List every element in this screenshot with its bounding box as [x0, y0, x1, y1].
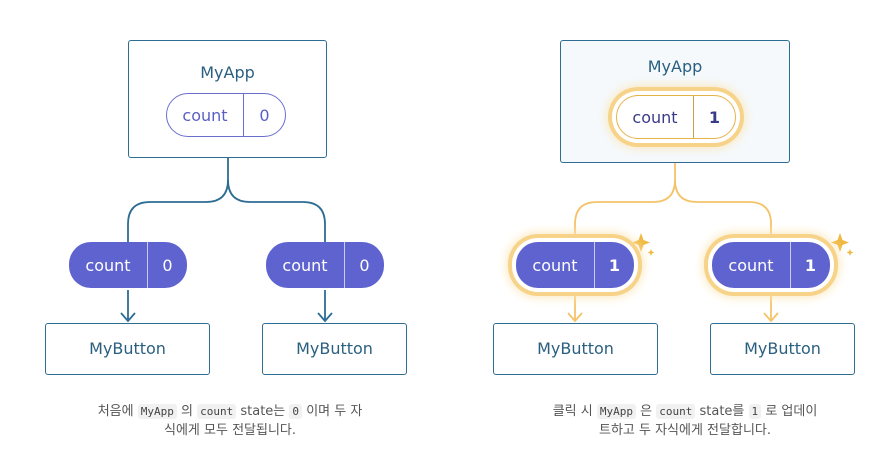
right-prop-key-2: count: [728, 255, 774, 275]
left-prop-pill-1: count 0: [69, 242, 187, 288]
left-mybutton-title-2: MyButton: [296, 339, 373, 358]
right-caption-part1: 클릭 시: [552, 404, 593, 419]
right-mybutton-title-2: MyButton: [744, 339, 821, 358]
left-caption-part2: 의: [181, 404, 193, 419]
right-trunk: [574, 163, 676, 242]
right-prop-value-1: 1: [594, 242, 634, 288]
left-arrow-1: [120, 290, 136, 323]
right-state-pill: count 1: [616, 95, 736, 139]
left-myapp-title: MyApp: [200, 63, 255, 82]
left-caption-code3: 0: [289, 404, 303, 419]
right-caption-part2: 은: [640, 404, 653, 419]
left-caption: 처음에 MyApp 의 count state는 0 이며 두 자 식에게 모두…: [85, 402, 375, 440]
right-trunk-right: [674, 179, 772, 242]
right-prop-pill-2: count 1: [712, 242, 830, 288]
right-caption-line2: 트하고 두 자식에게 전달합니다.: [598, 423, 771, 438]
right-caption-code1: MyApp: [596, 404, 636, 419]
right-caption: 클릭 시 MyApp 은 count state를 1 로 업데이 트하고 두 …: [520, 402, 850, 440]
right-myapp-title: MyApp: [647, 57, 703, 76]
right-arrow-2: [763, 290, 779, 323]
right-tree-lines: [567, 163, 779, 323]
left-mybutton-box-1: MyButton: [45, 323, 210, 375]
left-caption-line2: 식에게 모두 전달됩니다.: [164, 423, 296, 438]
right-mybutton-title-1: MyButton: [537, 339, 614, 358]
left-state-key: count: [182, 105, 228, 125]
left-mybutton-box-2: MyButton: [262, 323, 407, 375]
left-caption-code2: count: [197, 404, 237, 419]
left-trunk-right: [227, 179, 326, 242]
left-prop-value-1: 0: [147, 242, 187, 288]
right-state-value: 1: [693, 96, 735, 138]
right-arrow-1: [567, 290, 583, 323]
left-prop-pill-2: count 0: [266, 242, 384, 288]
right-prop-value-2: 1: [790, 242, 830, 288]
left-caption-part1: 처음에: [97, 404, 134, 419]
left-prop-value-2: 0: [344, 242, 384, 288]
right-prop-pill-1: count 1: [516, 242, 634, 288]
right-prop-key-1: count: [532, 255, 578, 275]
right-caption-code3: 1: [748, 404, 762, 419]
right-caption-part3: state를: [699, 404, 745, 419]
left-trunk: [127, 158, 229, 242]
left-prop-key-2: count: [282, 255, 328, 275]
right-caption-part4: 로 업데이: [765, 404, 818, 419]
left-caption-part4: 이며 두 자: [306, 404, 363, 419]
left-arrow-2: [317, 290, 333, 323]
left-caption-code1: MyApp: [137, 404, 177, 419]
left-tree-lines: [120, 158, 333, 323]
right-mybutton-box-2: MyButton: [710, 323, 855, 375]
left-state-pill: count 0: [166, 93, 286, 137]
left-mybutton-title-1: MyButton: [89, 339, 166, 358]
right-mybutton-box-1: MyButton: [493, 323, 658, 375]
left-caption-part3: state는: [240, 404, 286, 419]
left-state-value: 0: [243, 94, 285, 136]
right-caption-code2: count: [656, 404, 696, 419]
left-myapp-box: MyApp count 0: [128, 40, 327, 158]
left-prop-key-1: count: [85, 255, 131, 275]
right-state-key: count: [632, 107, 678, 127]
right-myapp-box: MyApp count 1: [560, 40, 790, 163]
